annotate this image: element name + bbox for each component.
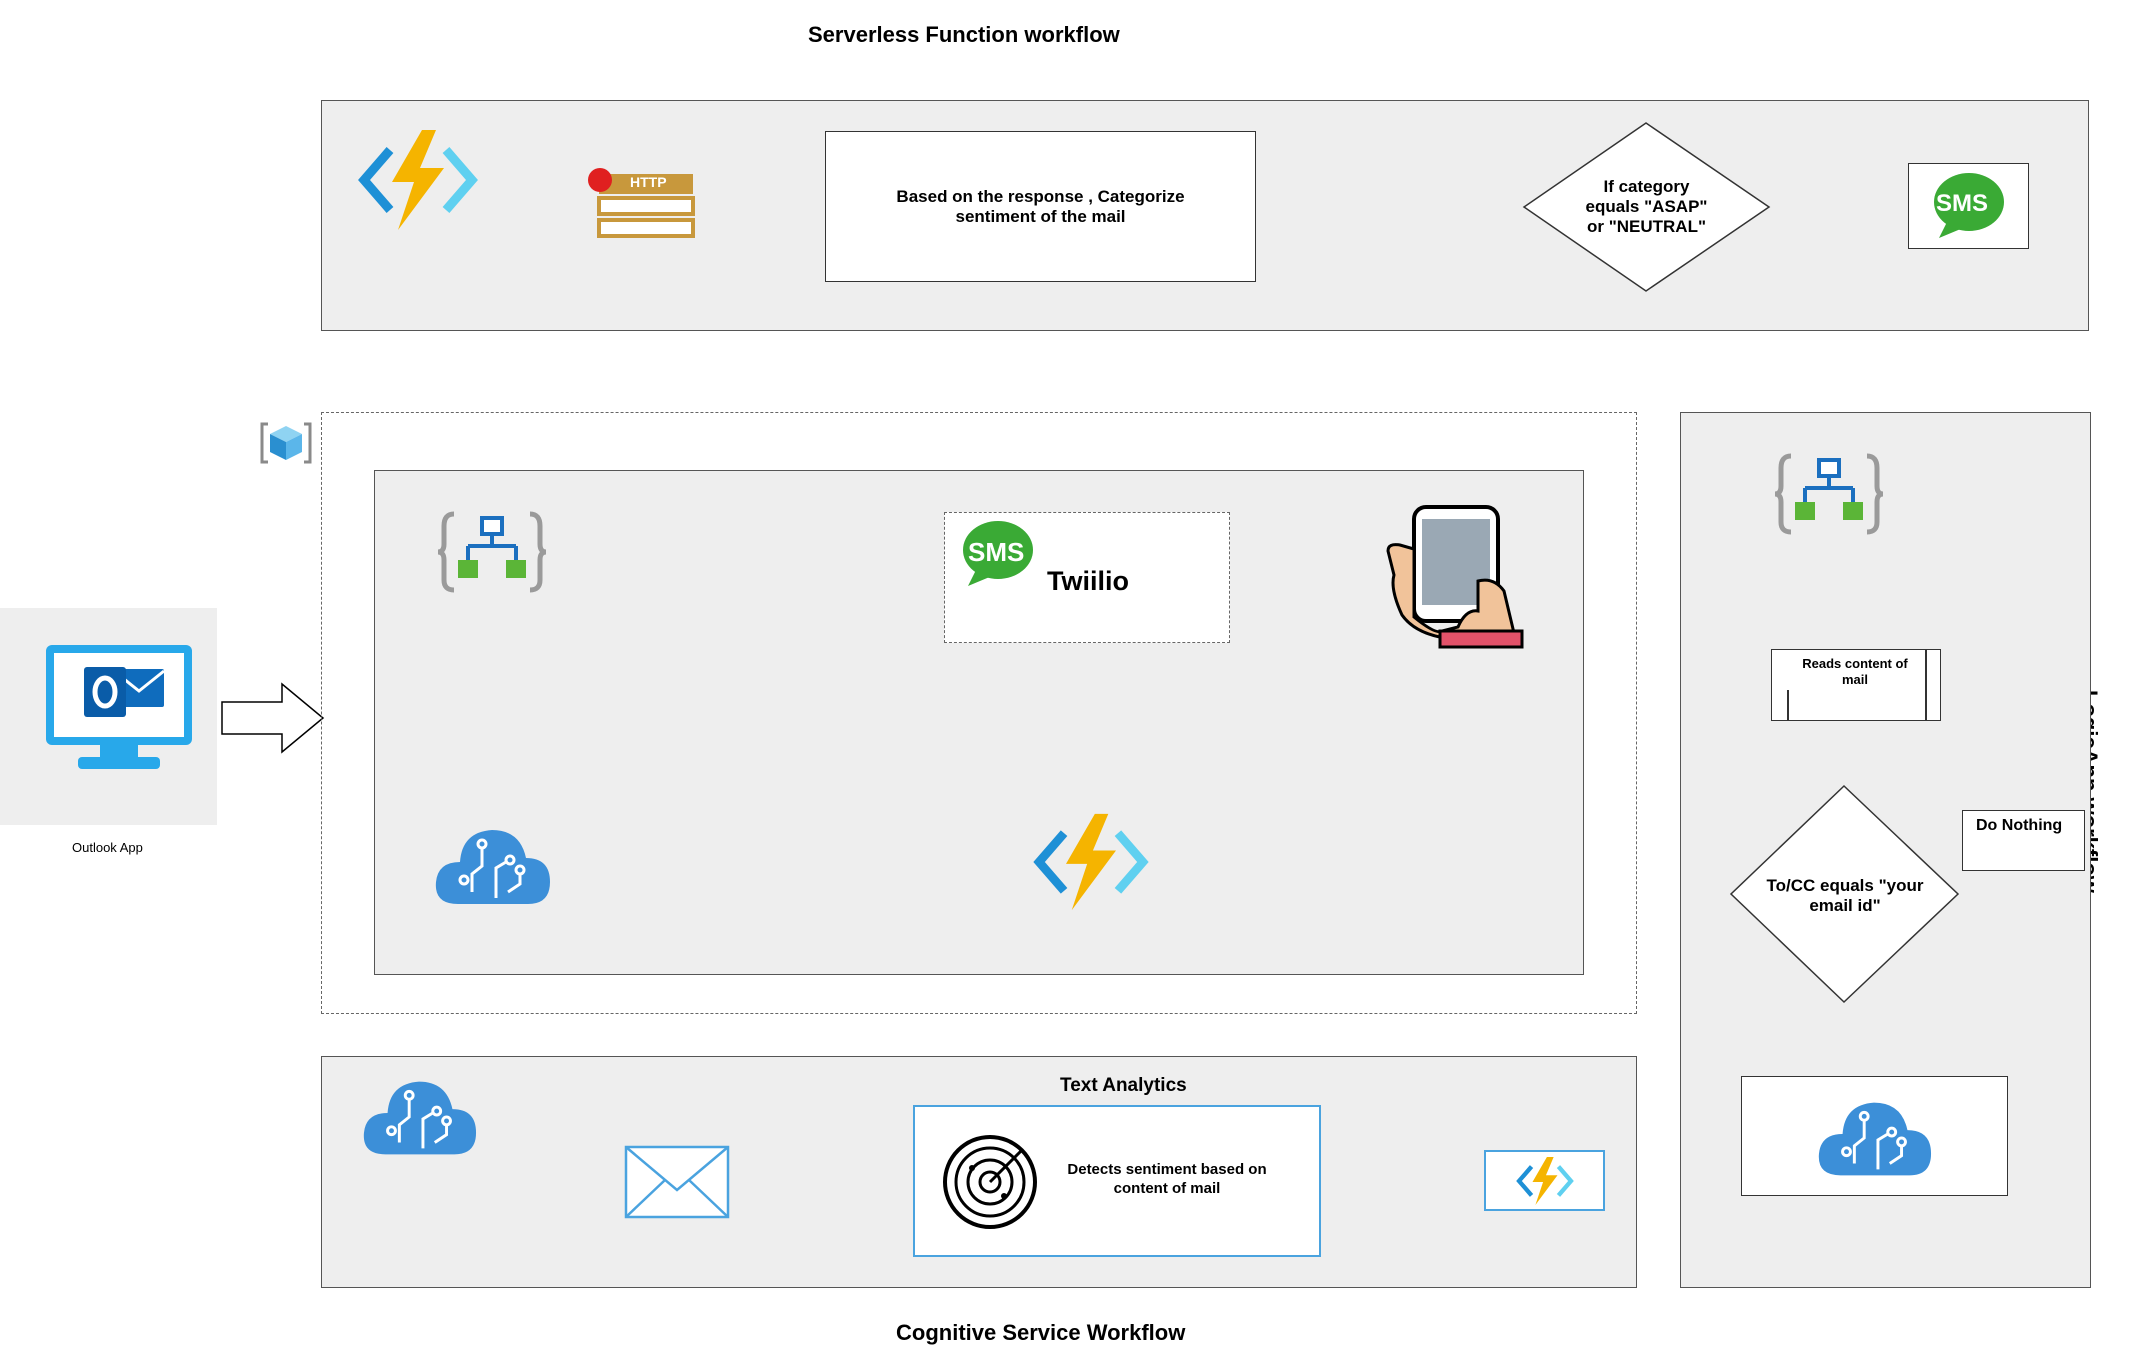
function-box-cognitive bbox=[1484, 1150, 1605, 1211]
http-trigger-icon bbox=[588, 168, 695, 238]
twilio-sms-label: SMS bbox=[968, 537, 1025, 567]
decision-text: If category equals "ASAP" or "NEUTRAL" bbox=[1585, 177, 1708, 236]
logic-app-icon-2 bbox=[1774, 453, 1884, 535]
cognitive-cloud-icon bbox=[435, 830, 550, 904]
email-icon bbox=[624, 1145, 730, 1219]
sms-icon-twilio bbox=[963, 521, 1033, 586]
cognitive-cloud-icon-2 bbox=[363, 1081, 477, 1155]
detects-text: Detects sentiment based on content of ma… bbox=[1067, 1161, 1267, 1197]
do-nothing-box bbox=[1962, 810, 2085, 871]
reads-box bbox=[1771, 649, 1941, 721]
phone-hand-icon bbox=[1386, 505, 1524, 649]
reads-text: Reads content of mail bbox=[1802, 656, 1908, 687]
reads-box-right-bar bbox=[1925, 649, 1927, 721]
categorize-text: Based on the response , Categorize senti… bbox=[896, 186, 1185, 226]
do-nothing-text: Do Nothing bbox=[1976, 817, 2063, 834]
function-app-icon-main bbox=[1033, 813, 1149, 911]
title-cognitive: Cognitive Service Workflow bbox=[896, 1320, 1186, 1345]
text-analytics-label: Text Analytics bbox=[1060, 1075, 1187, 1096]
outlook-monitor-icon bbox=[46, 645, 192, 769]
sms-icon bbox=[1933, 173, 2004, 238]
big-hollow-arrow bbox=[221, 682, 325, 754]
cognitive-cloud-icon-3 bbox=[1818, 1102, 1931, 1176]
logic-app-icon bbox=[437, 511, 547, 593]
condition-text: To/CC equals "your email id" bbox=[1766, 876, 1924, 915]
twilio-label: Twiilio bbox=[1047, 566, 1129, 596]
function-app-icon bbox=[358, 130, 478, 230]
http-label: HTTP bbox=[630, 174, 667, 190]
reads-box-left-bar bbox=[1787, 690, 1789, 721]
outlook-label: Outlook App bbox=[72, 840, 143, 855]
sms-box bbox=[1908, 163, 2029, 249]
title-serverless: Serverless Function workflow bbox=[808, 22, 1120, 47]
function-app-icon-small bbox=[1515, 1156, 1574, 1205]
sms-label: SMS bbox=[1936, 190, 1989, 217]
logicapp-cloud-box bbox=[1741, 1076, 2008, 1196]
main-dotted-container bbox=[321, 412, 1637, 1014]
categorize-box: Based on the response , Categorize senti… bbox=[825, 131, 1256, 282]
decision-diamond bbox=[1522, 122, 1771, 292]
condition-diamond bbox=[1729, 784, 1960, 1004]
app-service-icon bbox=[260, 422, 312, 464]
radar-icon bbox=[943, 1135, 1037, 1229]
